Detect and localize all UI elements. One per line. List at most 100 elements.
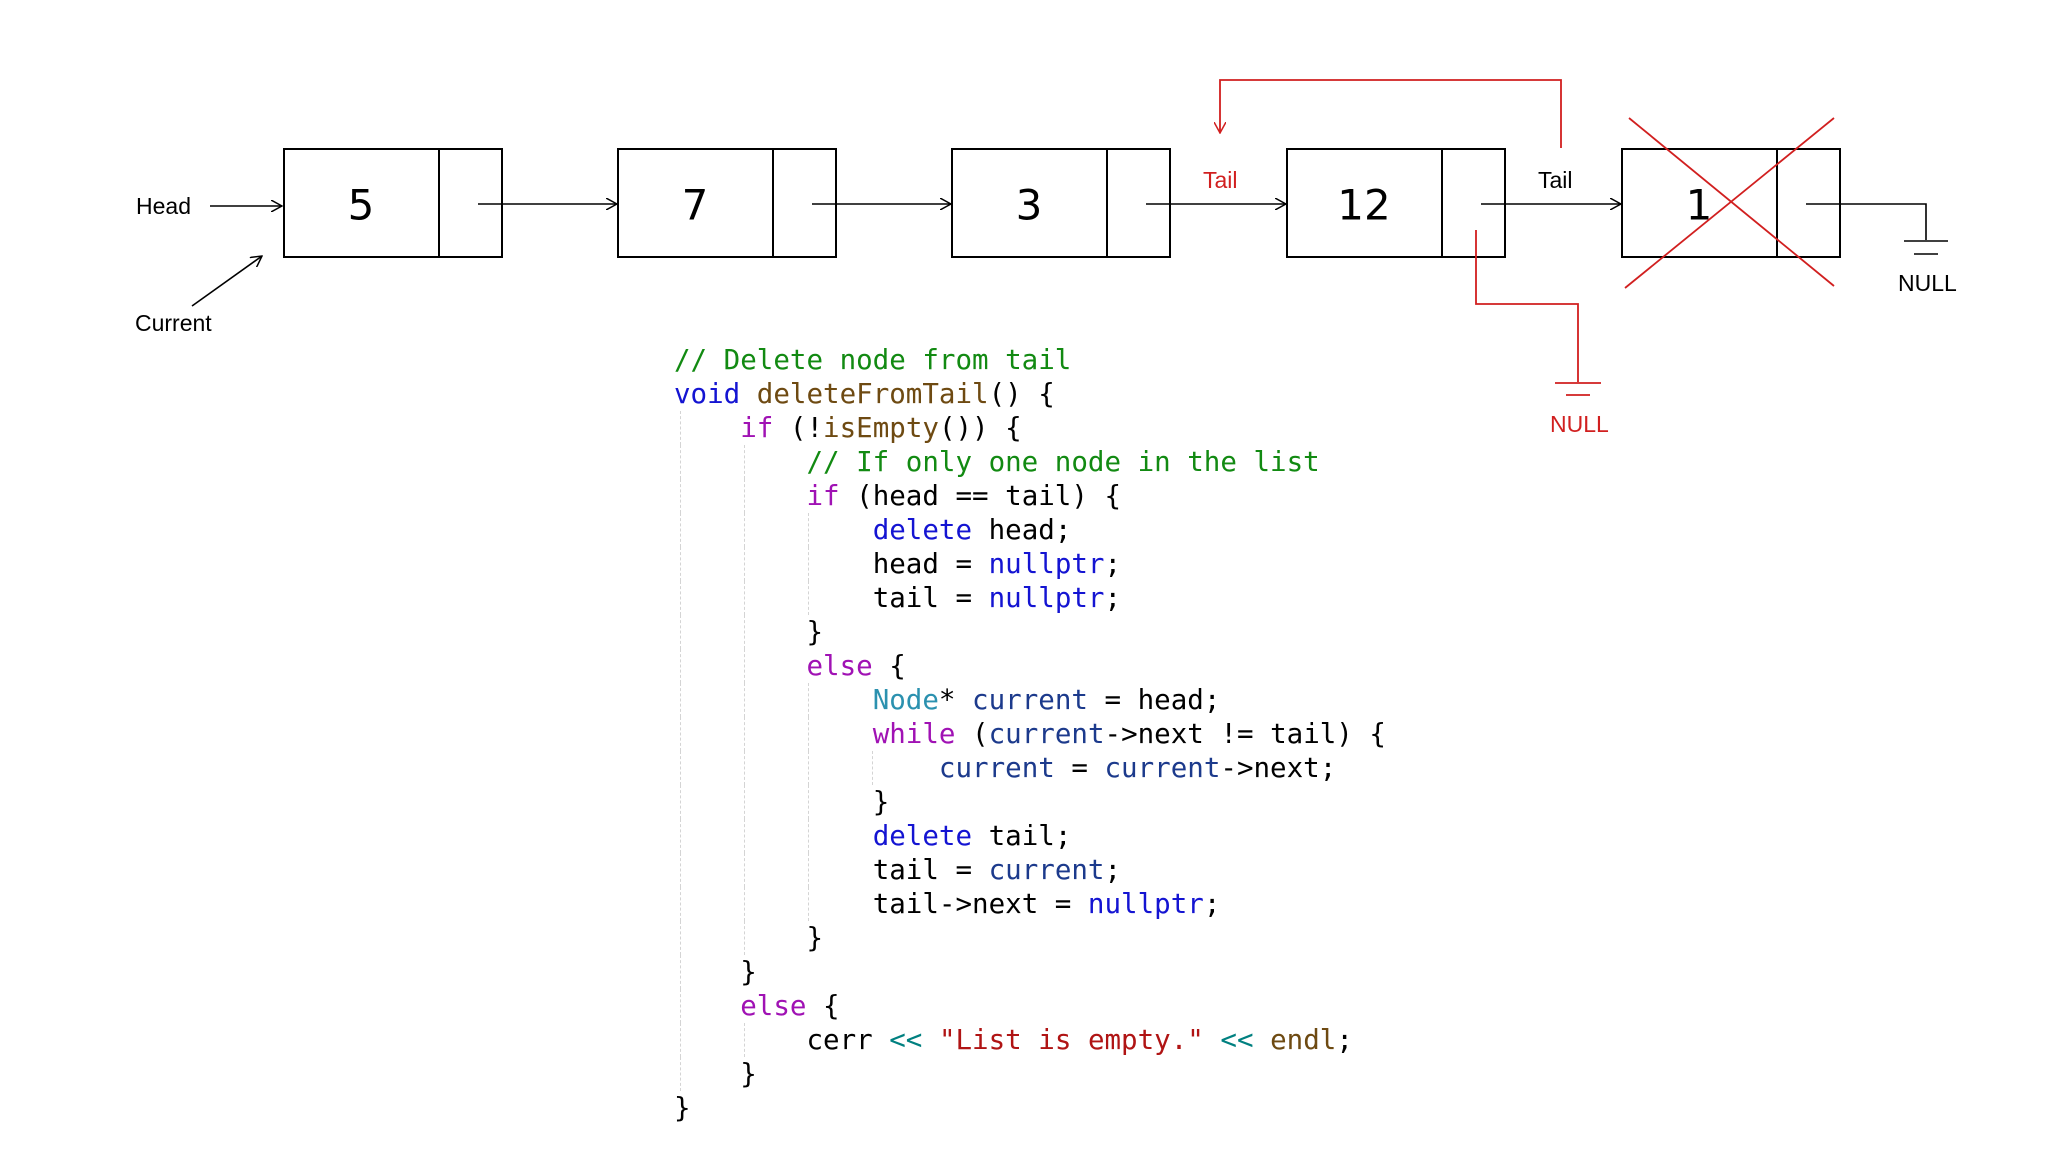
code-token: head = xyxy=(872,548,989,580)
code-token: tail->next = xyxy=(872,888,1088,920)
indent-guide xyxy=(808,717,809,751)
indent-guide xyxy=(680,411,681,445)
indent-guide xyxy=(680,1023,681,1057)
code-token: tail; xyxy=(972,820,1072,852)
code-line: delete head; xyxy=(674,513,1386,547)
node-box xyxy=(283,148,503,258)
indent-guide xyxy=(680,853,681,887)
code-token: ; xyxy=(1104,854,1122,886)
indent-guide xyxy=(680,513,681,547)
list-node: 12 xyxy=(1286,148,1506,258)
code-token: if xyxy=(740,412,774,444)
list-node: 5 xyxy=(283,148,503,258)
code-line: if (head == tail) { xyxy=(674,479,1386,513)
code-line: cerr << "List is empty." << endl; xyxy=(674,1023,1386,1057)
code-token: } xyxy=(806,616,824,648)
code-token: ( xyxy=(955,718,989,750)
code-line: } xyxy=(674,785,1386,819)
indent-guide xyxy=(680,921,681,955)
indent-guide xyxy=(680,887,681,921)
code-token: << xyxy=(889,1024,923,1056)
indent-guide xyxy=(808,785,809,819)
code-line: current = current->next; xyxy=(674,751,1386,785)
code-token: head; xyxy=(972,514,1072,546)
indent-guide xyxy=(808,887,809,921)
indent-guide xyxy=(808,853,809,887)
code-token: } xyxy=(740,956,757,988)
code-token: Node xyxy=(872,684,939,716)
code-token xyxy=(740,378,757,410)
code-token: ; xyxy=(1336,1024,1353,1056)
code-token: ; xyxy=(1104,582,1122,614)
indent-guide xyxy=(744,649,745,683)
code-line: // If only one node in the list xyxy=(674,445,1386,479)
indent-guide xyxy=(744,445,745,479)
indent-guide xyxy=(808,751,809,785)
code-token: = xyxy=(1054,752,1105,784)
code-token: // If only one node in the list xyxy=(806,446,1320,478)
next-to-null-line xyxy=(1806,203,1927,240)
head-label: Head xyxy=(136,193,191,219)
indent-guide xyxy=(680,751,681,785)
old-tail-label: Tail xyxy=(1203,167,1238,193)
code-token: * xyxy=(938,684,973,716)
code-line: } xyxy=(674,1091,1386,1125)
code-token: // Delete node from tail xyxy=(674,344,1072,376)
indent-guide xyxy=(680,649,681,683)
code-token: = head; xyxy=(1087,684,1221,716)
code-line: while (current->next != tail) { xyxy=(674,717,1386,751)
current-pointer-arrow xyxy=(191,256,262,307)
indent-guide xyxy=(680,615,681,649)
indent-guide xyxy=(808,819,809,853)
node-value: 12 xyxy=(1337,181,1390,230)
code-token xyxy=(1204,1024,1221,1056)
indent-guide xyxy=(744,547,745,581)
new-null-ground-icon xyxy=(1555,382,1601,396)
code-token: { xyxy=(806,990,840,1022)
code-token: } xyxy=(740,1058,757,1090)
code-line: head = nullptr; xyxy=(674,547,1386,581)
current-label: Current xyxy=(135,310,212,336)
node-box xyxy=(951,148,1171,258)
indent-guide xyxy=(680,445,681,479)
delete-cross-icon xyxy=(1624,117,1835,289)
code-token: } xyxy=(806,922,824,954)
code-token: (head == tail) { xyxy=(839,480,1122,512)
node-box xyxy=(1621,148,1841,258)
indent-guide xyxy=(680,479,681,513)
list-node: 3 xyxy=(951,148,1171,258)
code-token: current xyxy=(938,752,1055,784)
indent-guide xyxy=(680,717,681,751)
code-token: cerr xyxy=(806,1024,890,1056)
code-line: tail = current; xyxy=(674,853,1386,887)
code-token xyxy=(1254,1024,1271,1056)
tail-update-arrow xyxy=(1220,79,1562,148)
code-token: ->next != tail) { xyxy=(1104,718,1386,750)
indent-guide xyxy=(744,581,745,615)
code-token: current xyxy=(1104,752,1221,784)
code-line: if (!isEmpty()) { xyxy=(674,411,1386,445)
code-token: nullptr xyxy=(988,582,1105,614)
code-token: delete xyxy=(872,514,973,546)
indent-guide xyxy=(744,683,745,717)
indent-guide xyxy=(680,683,681,717)
code-token: nullptr xyxy=(1087,888,1204,920)
null-ground-icon xyxy=(1904,240,1948,255)
code-line: // Delete node from tail xyxy=(674,343,1386,377)
code-token: void xyxy=(674,378,741,410)
code-token: } xyxy=(872,786,890,818)
indent-guide xyxy=(680,547,681,581)
indent-guide xyxy=(744,785,745,819)
null-label: NULL xyxy=(1898,270,1957,296)
code-token: endl xyxy=(1270,1024,1337,1056)
indent-guide xyxy=(808,513,809,547)
code-token: tail = xyxy=(872,582,989,614)
code-token: << xyxy=(1220,1024,1254,1056)
code-line: tail->next = nullptr; xyxy=(674,887,1386,921)
indent-guide xyxy=(744,853,745,887)
indent-guide xyxy=(680,785,681,819)
code-line: else { xyxy=(674,989,1386,1023)
code-token: { xyxy=(872,650,906,682)
node-value: 3 xyxy=(1016,181,1043,230)
